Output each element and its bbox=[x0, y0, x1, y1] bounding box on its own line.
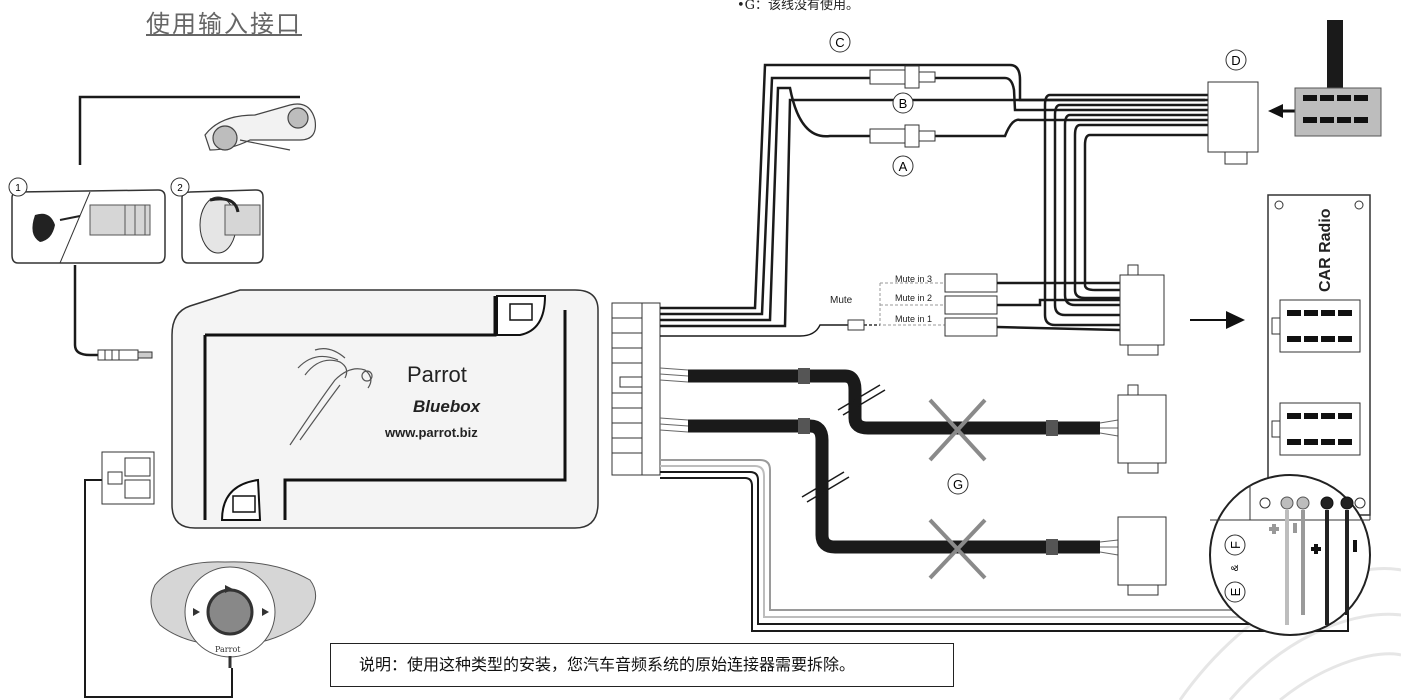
bluebox-model: Bluebox bbox=[413, 397, 482, 416]
remote-cable bbox=[84, 479, 233, 698]
mute-in-3-label: Mute in 3 bbox=[895, 274, 932, 284]
top-note: •G：该线没有使用。 bbox=[737, 0, 860, 13]
steering-remote bbox=[150, 561, 317, 668]
step-1-illustration bbox=[11, 189, 166, 264]
page-title: 使用输入接口 bbox=[146, 10, 302, 38]
parrot-bird-logo-icon bbox=[289, 348, 373, 446]
mute-in-2-label: Mute in 2 bbox=[895, 293, 932, 303]
callout-b: B bbox=[892, 92, 914, 114]
mute-connectors bbox=[944, 273, 998, 337]
callout-a: A bbox=[892, 155, 914, 177]
step-1-badge: 1 bbox=[15, 183, 21, 194]
remote-brand: Parrot bbox=[215, 645, 241, 654]
bluebox-unit bbox=[171, 289, 599, 529]
arrow-to-d-icon bbox=[1268, 104, 1295, 118]
car-radio-label: CAR Radio bbox=[1317, 208, 1334, 292]
not-used-x-icons bbox=[928, 398, 987, 580]
svg-text:F: F bbox=[1228, 541, 1243, 549]
step-2-badge: 2 bbox=[177, 183, 183, 194]
unused-thick-wires bbox=[688, 369, 1100, 554]
svg-text:E: E bbox=[1228, 587, 1243, 596]
svg-text:B: B bbox=[899, 96, 908, 111]
svg-text:C: C bbox=[835, 35, 844, 50]
aux-plug-icon bbox=[97, 349, 153, 361]
power-terminal-magnifier bbox=[1209, 474, 1371, 636]
rca-connector-b bbox=[869, 65, 936, 89]
ipod-connector-icon bbox=[204, 103, 317, 151]
callout-e-f: F & E bbox=[1224, 534, 1246, 603]
callout-c: C bbox=[829, 31, 851, 53]
callout-g: G bbox=[947, 473, 969, 495]
speaker-wires bbox=[660, 63, 1210, 328]
step-2-illustration bbox=[181, 189, 264, 264]
radio-side-connector-top bbox=[1119, 264, 1165, 356]
unused-connectors bbox=[1117, 384, 1167, 596]
bluebox-url: www.parrot.biz bbox=[384, 425, 478, 440]
thin-fan-wires bbox=[659, 367, 1119, 556]
svg-text:&: & bbox=[1230, 564, 1241, 571]
bluebox-connector bbox=[611, 302, 661, 476]
svg-text:A: A bbox=[899, 159, 908, 174]
mute-in-1-label: Mute in 1 bbox=[895, 314, 932, 324]
thick-wire-sleeves bbox=[798, 368, 1058, 555]
svg-text:D: D bbox=[1231, 53, 1240, 68]
aux-cable bbox=[73, 95, 300, 357]
callout-d: D bbox=[1225, 49, 1247, 71]
car-iso-plug-icon bbox=[1294, 20, 1382, 137]
bluebox-brand: Parrot bbox=[407, 362, 467, 387]
installation-note: 说明：使用这种类型的安装，您汽车音频系统的原始连接器需要拆除。 bbox=[330, 643, 954, 687]
mute-label: Mute bbox=[830, 295, 853, 306]
step-badges: 1 2 bbox=[8, 177, 190, 197]
remote-connector bbox=[101, 451, 155, 505]
arrow-to-radio-icon bbox=[1190, 311, 1245, 329]
mute-wires-to-radio bbox=[996, 281, 1121, 332]
connector-d bbox=[1207, 81, 1259, 165]
svg-text:G: G bbox=[953, 477, 963, 492]
wire-bundle-d bbox=[1043, 93, 1210, 327]
plus-minus-icons bbox=[1269, 523, 1357, 554]
rca-connector-a bbox=[869, 124, 936, 148]
cut-marks bbox=[801, 384, 886, 503]
car-radio-panel bbox=[1267, 194, 1371, 516]
mute-wire bbox=[660, 324, 848, 337]
